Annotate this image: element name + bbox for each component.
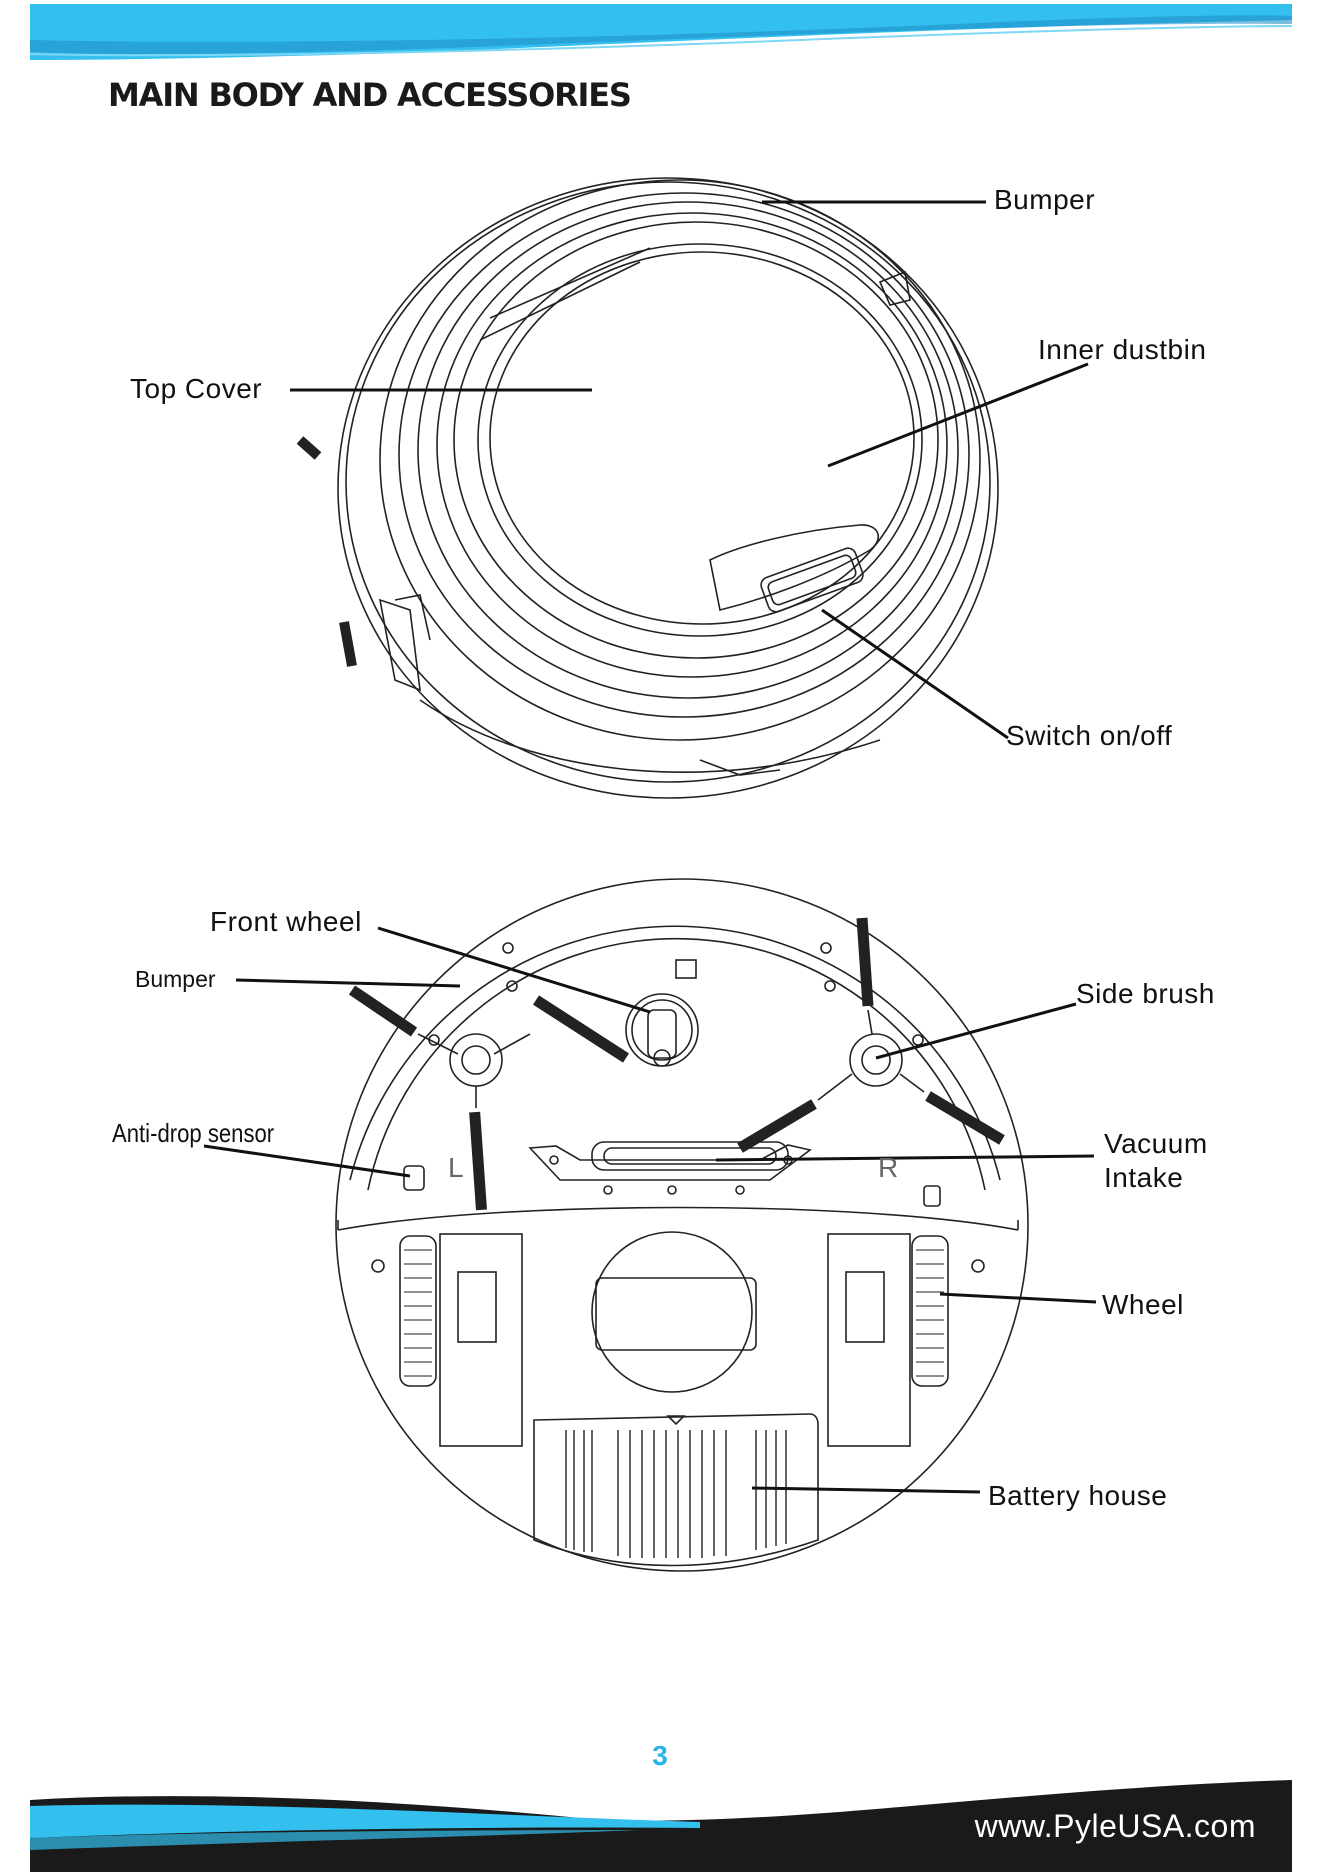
label-bumper-bottom: Bumper — [135, 966, 216, 993]
label-vacuum-intake-line1: Vacuum — [1104, 1128, 1208, 1160]
label-battery-house: Battery house — [988, 1480, 1167, 1512]
label-bumper-top: Bumper — [994, 184, 1095, 216]
header-banner — [0, 0, 1324, 70]
label-anti-drop-sensor: Anti-drop sensor — [112, 1118, 274, 1149]
website-link[interactable]: www.PyleUSA.com — [975, 1808, 1256, 1845]
label-top-cover: Top Cover — [130, 373, 262, 405]
label-right-mark: R — [878, 1152, 899, 1184]
label-front-wheel: Front wheel — [210, 906, 362, 938]
page-heading: MAIN BODY AND ACCESSORIES — [108, 76, 631, 114]
label-inner-dustbin: Inner dustbin — [1038, 334, 1206, 366]
label-wheel: Wheel — [1102, 1289, 1184, 1321]
label-switch: Switch on/off — [1006, 720, 1172, 752]
label-side-brush: Side brush — [1076, 978, 1215, 1010]
label-vacuum-intake-line2: Intake — [1104, 1162, 1183, 1194]
label-left-mark: L — [448, 1152, 464, 1184]
